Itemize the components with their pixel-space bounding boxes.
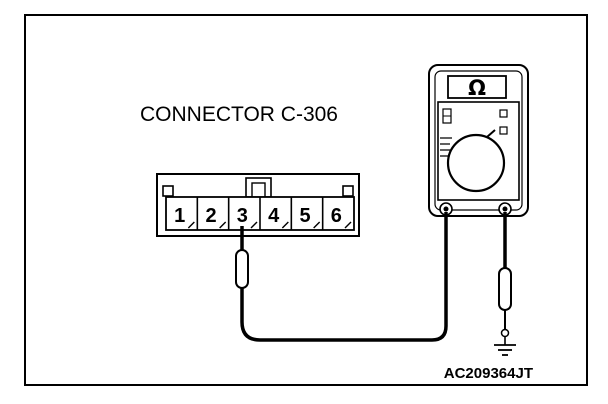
- pin-terminal-mark: [219, 221, 227, 229]
- pin-number-1: 1: [174, 205, 185, 227]
- rotary-selector-pointer: [486, 129, 496, 138]
- test-jack-left-core: [443, 206, 449, 212]
- ohm-symbol: Ω: [468, 76, 486, 100]
- diagram-frame: [24, 14, 588, 386]
- multimeter: Ω: [428, 64, 529, 217]
- multimeter-inner-panel: [434, 70, 523, 211]
- ground-symbol-icon: [494, 344, 516, 356]
- multimeter-display: [447, 75, 507, 99]
- ground-lead: [494, 212, 516, 356]
- pin-number-3: 3: [237, 205, 248, 227]
- pin-number-5: 5: [299, 205, 310, 227]
- ground-probe-handle: [498, 267, 512, 311]
- ground-clip-ring: [500, 328, 510, 338]
- figure-code: AC209364JT: [444, 365, 533, 382]
- connector-lug-right: [342, 185, 354, 197]
- test-jack-right-core: [502, 206, 508, 212]
- pin-terminal-mark: [313, 221, 321, 229]
- pin-number-2: 2: [205, 205, 216, 227]
- pin-number-6: 6: [331, 205, 342, 227]
- pin-terminal-mark: [344, 221, 352, 229]
- range-scale-marks: [440, 137, 452, 157]
- pin-number-4: 4: [268, 205, 280, 227]
- pin-terminal-mark: [187, 221, 195, 229]
- pin-terminal-mark: [281, 221, 289, 229]
- range-indicator-right-bottom: [499, 126, 508, 135]
- rotary-selector-dial: [446, 133, 506, 193]
- connector-label: CONNECTOR C-306: [140, 103, 338, 126]
- connector-lock-tab-inner: [251, 182, 266, 198]
- range-indicator-right-top: [499, 109, 508, 118]
- pin-terminal-mark: [250, 221, 258, 229]
- probe-handle: [235, 249, 249, 289]
- connector-lug-left: [162, 185, 174, 197]
- probe-to-pin-3: [235, 212, 448, 342]
- probe-lead-wire: [240, 212, 448, 342]
